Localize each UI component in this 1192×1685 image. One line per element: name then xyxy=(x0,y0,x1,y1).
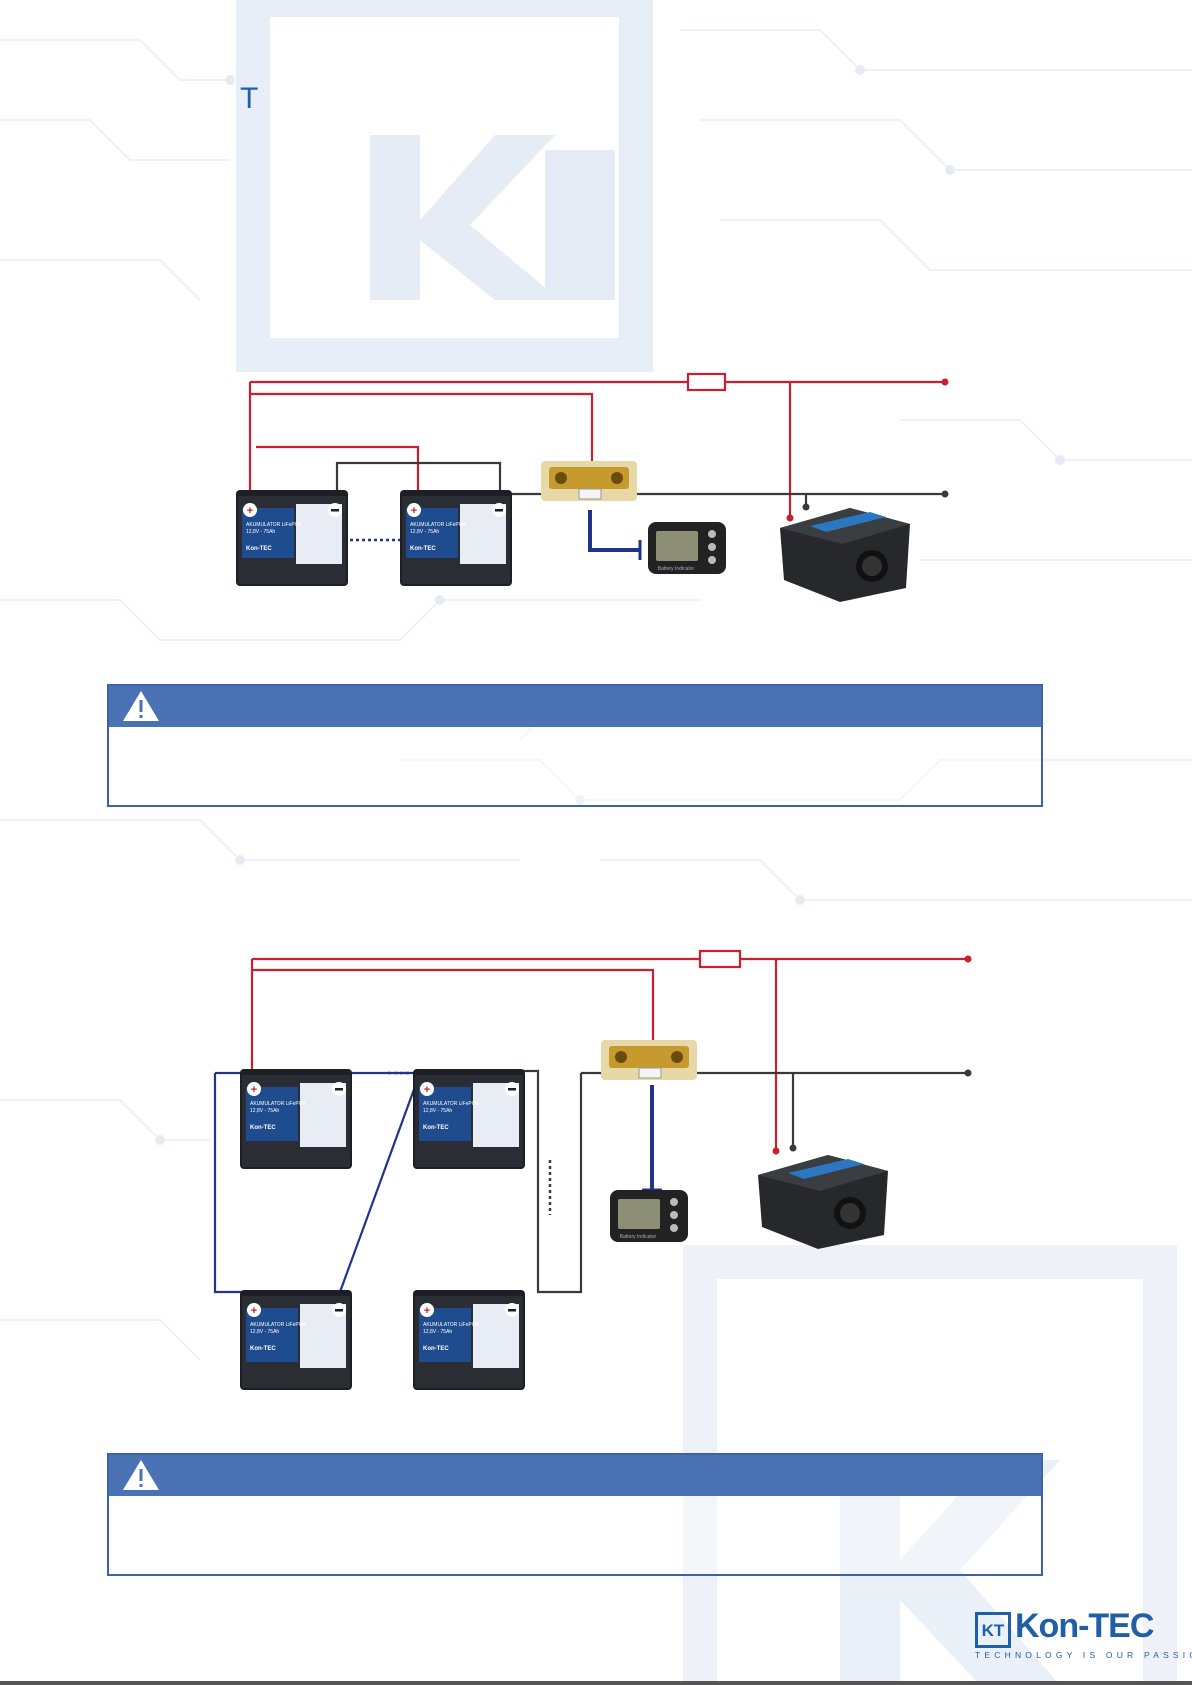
plus-terminal-icon xyxy=(420,1303,434,1317)
plus-terminal-icon xyxy=(247,1303,261,1317)
wiring-diagram-1: + AKUMULATOR LiFePO4 12,8V - 75Ah Kon-TE… xyxy=(236,372,949,602)
battery-1: + AKUMULATOR LiFePO4 12,8V - 75Ah Kon-TE… xyxy=(236,490,348,586)
battery-monitor-icon: Battery Indicator xyxy=(610,1190,688,1242)
svg-text:AKUMULATOR LiFePO4: AKUMULATOR LiFePO4 xyxy=(410,522,466,528)
shunt-icon xyxy=(541,461,637,501)
svg-text:Battery Indicator: Battery Indicator xyxy=(658,566,695,572)
plus-terminal-icon xyxy=(420,1082,434,1096)
logo-name: Kon-TEC xyxy=(1015,1607,1154,1645)
svg-text:Kon-TEC: Kon-TEC xyxy=(423,1346,449,1352)
plus-terminal-icon xyxy=(243,503,257,517)
logo-tagline: TECHNOLOGY IS OUR PASSION xyxy=(975,1650,1192,1660)
negative-terminal-dot xyxy=(964,1069,972,1077)
circuit-traces xyxy=(0,29,1192,1361)
svg-text:+: + xyxy=(411,505,417,517)
charger-icon xyxy=(780,508,910,602)
battery-monitor-icon: Battery Indicator xyxy=(648,522,726,574)
svg-text:+: + xyxy=(424,1084,430,1096)
fuse-icon xyxy=(686,372,727,392)
svg-text:+: + xyxy=(251,1305,257,1317)
warning-box-1 xyxy=(107,684,1043,807)
wiring-diagram-2: + AKUMULATOR LiFePO4 12,8V - 75Ah Kon-TE… xyxy=(213,949,972,1390)
warning-bar xyxy=(109,1455,1041,1496)
svg-text:Kon-TEC: Kon-TEC xyxy=(250,1125,276,1131)
svg-text:+: + xyxy=(251,1084,257,1096)
warning-triangle-icon xyxy=(123,691,159,721)
battery-3: + AKUMULATOR LiFePO4 12,8V - 75Ah Kon-TE… xyxy=(240,1290,352,1390)
svg-text:Kon-TEC: Kon-TEC xyxy=(246,546,272,552)
battery-2: + AKUMULATOR LiFePO4 12,8V - 75Ah Kon-TE… xyxy=(413,1069,525,1169)
svg-text:12,8V - 75Ah: 12,8V - 75Ah xyxy=(250,1329,279,1335)
battery-4: + AKUMULATOR LiFePO4 12,8V - 75Ah Kon-TE… xyxy=(413,1290,525,1390)
shunt-sense-lead xyxy=(252,968,655,1053)
logo-mark: KT xyxy=(975,1612,1011,1648)
kontec-logo: KT Kon-TEC TECHNOLOGY IS OUR PASSION xyxy=(975,1607,1192,1660)
svg-text:AKUMULATOR LiFePO4: AKUMULATOR LiFePO4 xyxy=(250,1101,306,1107)
shunt-icon xyxy=(601,1040,697,1080)
kt-watermark-top xyxy=(236,0,653,372)
warning-bar xyxy=(109,686,1041,727)
svg-text:12,8V - 75Ah: 12,8V - 75Ah xyxy=(423,1329,452,1335)
svg-text:+: + xyxy=(424,1305,430,1317)
battery-2: + AKUMULATOR LiFePO4 12,8V - 75Ah Kon-TE… xyxy=(400,490,512,586)
warning-box-2 xyxy=(107,1453,1043,1576)
plus-terminal-icon xyxy=(407,503,421,517)
bank-positive-loop xyxy=(213,1073,250,1294)
charger-icon xyxy=(758,1155,888,1249)
svg-text:Battery Indicator: Battery Indicator xyxy=(620,1234,657,1240)
svg-text:Kon-TEC: Kon-TEC xyxy=(250,1346,276,1352)
svg-text:12,8V - 75Ah: 12,8V - 75Ah xyxy=(250,1108,279,1114)
bank-negative-lead xyxy=(520,1069,583,1294)
bottom-rule xyxy=(0,1681,1192,1685)
svg-text:12,8V - 75Ah: 12,8V - 75Ah xyxy=(246,529,275,535)
svg-text:AKUMULATOR LiFePO4: AKUMULATOR LiFePO4 xyxy=(423,1322,479,1328)
battery-1: + AKUMULATOR LiFePO4 12,8V - 75Ah Kon-TE… xyxy=(240,1069,352,1169)
fuse-icon xyxy=(698,949,742,969)
svg-text:Kon-TEC: Kon-TEC xyxy=(410,546,436,552)
shunt-sense-lead xyxy=(250,392,594,478)
svg-text:12,8V - 75Ah: 12,8V - 75Ah xyxy=(410,529,439,535)
svg-text:12,8V - 75Ah: 12,8V - 75Ah xyxy=(423,1108,452,1114)
battery-link-positive xyxy=(256,445,420,495)
shunt-cable xyxy=(588,510,640,552)
battery-link-negative xyxy=(335,461,502,495)
positive-terminal-dot xyxy=(964,955,972,963)
svg-text:+: + xyxy=(247,505,253,517)
positive-terminal-dot xyxy=(941,378,949,386)
plus-terminal-icon xyxy=(247,1082,261,1096)
page-heading: T xyxy=(240,82,260,115)
svg-text:Kon-TEC: Kon-TEC xyxy=(423,1125,449,1131)
svg-text:AKUMULATOR LiFePO4: AKUMULATOR LiFePO4 xyxy=(250,1322,306,1328)
warning-triangle-icon xyxy=(123,1460,159,1490)
cross-link-wire xyxy=(338,1072,422,1293)
negative-terminal-dot xyxy=(941,490,949,498)
svg-text:AKUMULATOR LiFePO4: AKUMULATOR LiFePO4 xyxy=(423,1101,479,1107)
svg-text:AKUMULATOR LiFePO4: AKUMULATOR LiFePO4 xyxy=(246,522,302,528)
